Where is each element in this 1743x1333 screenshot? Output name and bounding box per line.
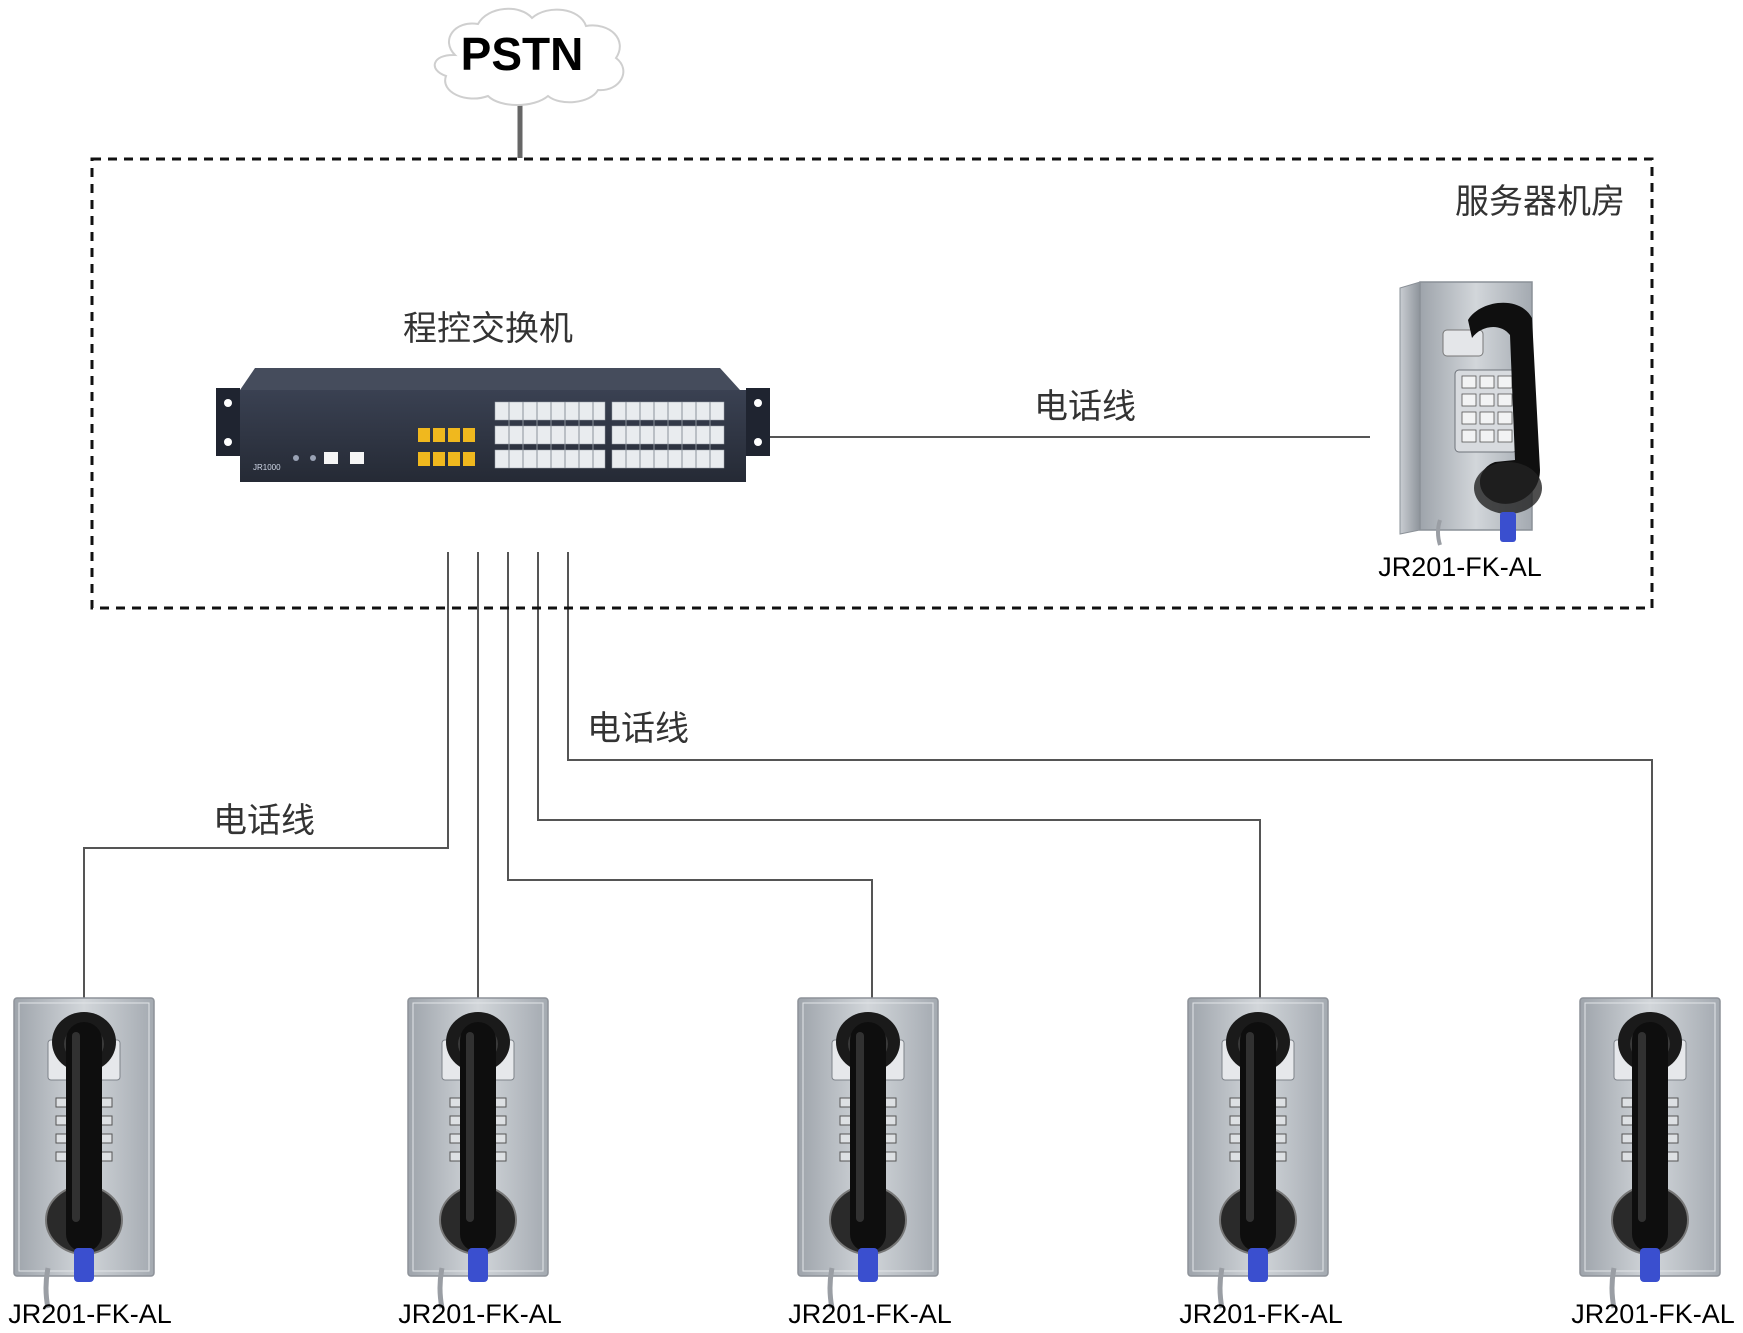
phone-model-label: JR201-FK-AL — [1571, 1299, 1735, 1329]
switch-title: 程控交换机 — [403, 309, 573, 349]
room-phone: JR201-FK-AL — [1378, 281, 1542, 582]
phone-3: JR201-FK-AL — [788, 998, 952, 1329]
phone-model-label: JR201-FK-AL — [788, 1299, 952, 1329]
connection-lines — [83, 98, 1653, 998]
phone-1: JR201-FK-AL — [8, 998, 172, 1329]
line-to-phone-3 — [507, 552, 873, 998]
line-to-phone-4 — [537, 552, 1261, 998]
room-phone-model: JR201-FK-AL — [1378, 552, 1542, 582]
line-to-phone-1 — [83, 552, 449, 998]
pstn-cloud: PSTN — [433, 7, 625, 106]
pbx-switch: JR1000 — [216, 368, 770, 482]
phone-model-label: JR201-FK-AL — [8, 1299, 172, 1329]
line-to-phone-5 — [567, 552, 1653, 998]
phone-2: JR201-FK-AL — [398, 998, 562, 1329]
phone-5: JR201-FK-AL — [1571, 998, 1735, 1329]
phone-model-label: JR201-FK-AL — [1179, 1299, 1343, 1329]
phone-4: JR201-FK-AL — [1179, 998, 1343, 1329]
line-label-left: 电话线 — [213, 801, 315, 841]
line-label-middle: 电话线 — [587, 709, 689, 749]
line-label-top: 电话线 — [1034, 387, 1136, 427]
switch-model-label: JR1000 — [253, 463, 281, 472]
server-room-label: 服务器机房 — [1455, 182, 1625, 222]
phone-model-label: JR201-FK-AL — [398, 1299, 562, 1329]
pstn-label: PSTN — [461, 28, 584, 80]
server-room-boundary — [90, 157, 1654, 610]
